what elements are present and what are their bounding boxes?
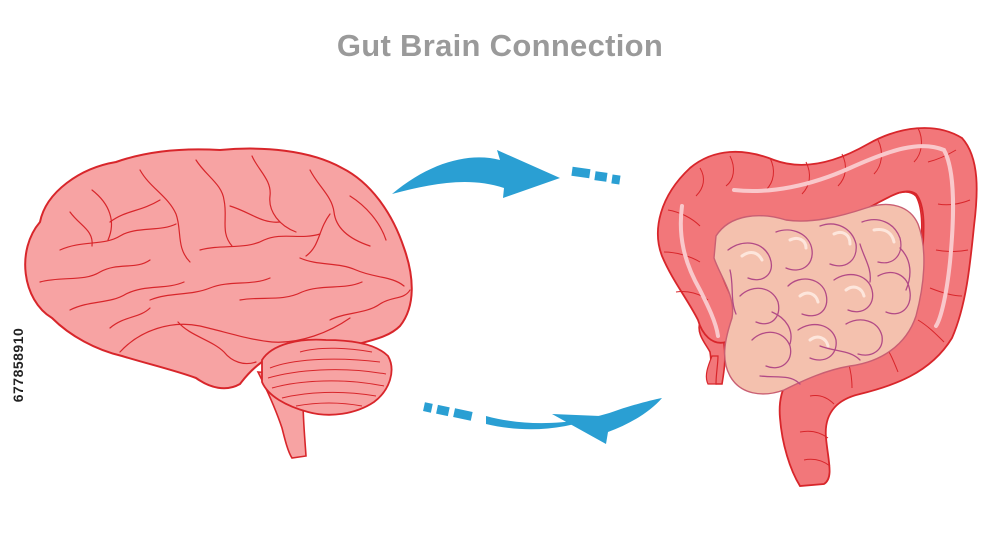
cerebrum: [24, 147, 413, 390]
diagram-title: Gut Brain Connection: [336, 28, 664, 63]
brain-illustration: [24, 147, 413, 459]
appendix: [705, 355, 719, 385]
arrow-bottom-dash-3: [453, 408, 473, 421]
cerebellum: [261, 338, 393, 416]
colon-highlight: [732, 144, 956, 328]
arrow-bottom-dash-1: [423, 402, 433, 413]
arrow-bottom-dash-2: [436, 404, 450, 417]
arrow-top-dash-3: [611, 174, 621, 185]
arrow-brain-to-gut: [423, 398, 662, 444]
arrow-top-body: [392, 150, 560, 198]
intestines-illustration: [657, 127, 978, 487]
arrow-bottom-body: [486, 398, 662, 444]
arrow-top-dash-2: [594, 171, 608, 182]
arrow-gut-to-brain: [392, 150, 621, 198]
arrow-top-dash-1: [571, 166, 591, 179]
